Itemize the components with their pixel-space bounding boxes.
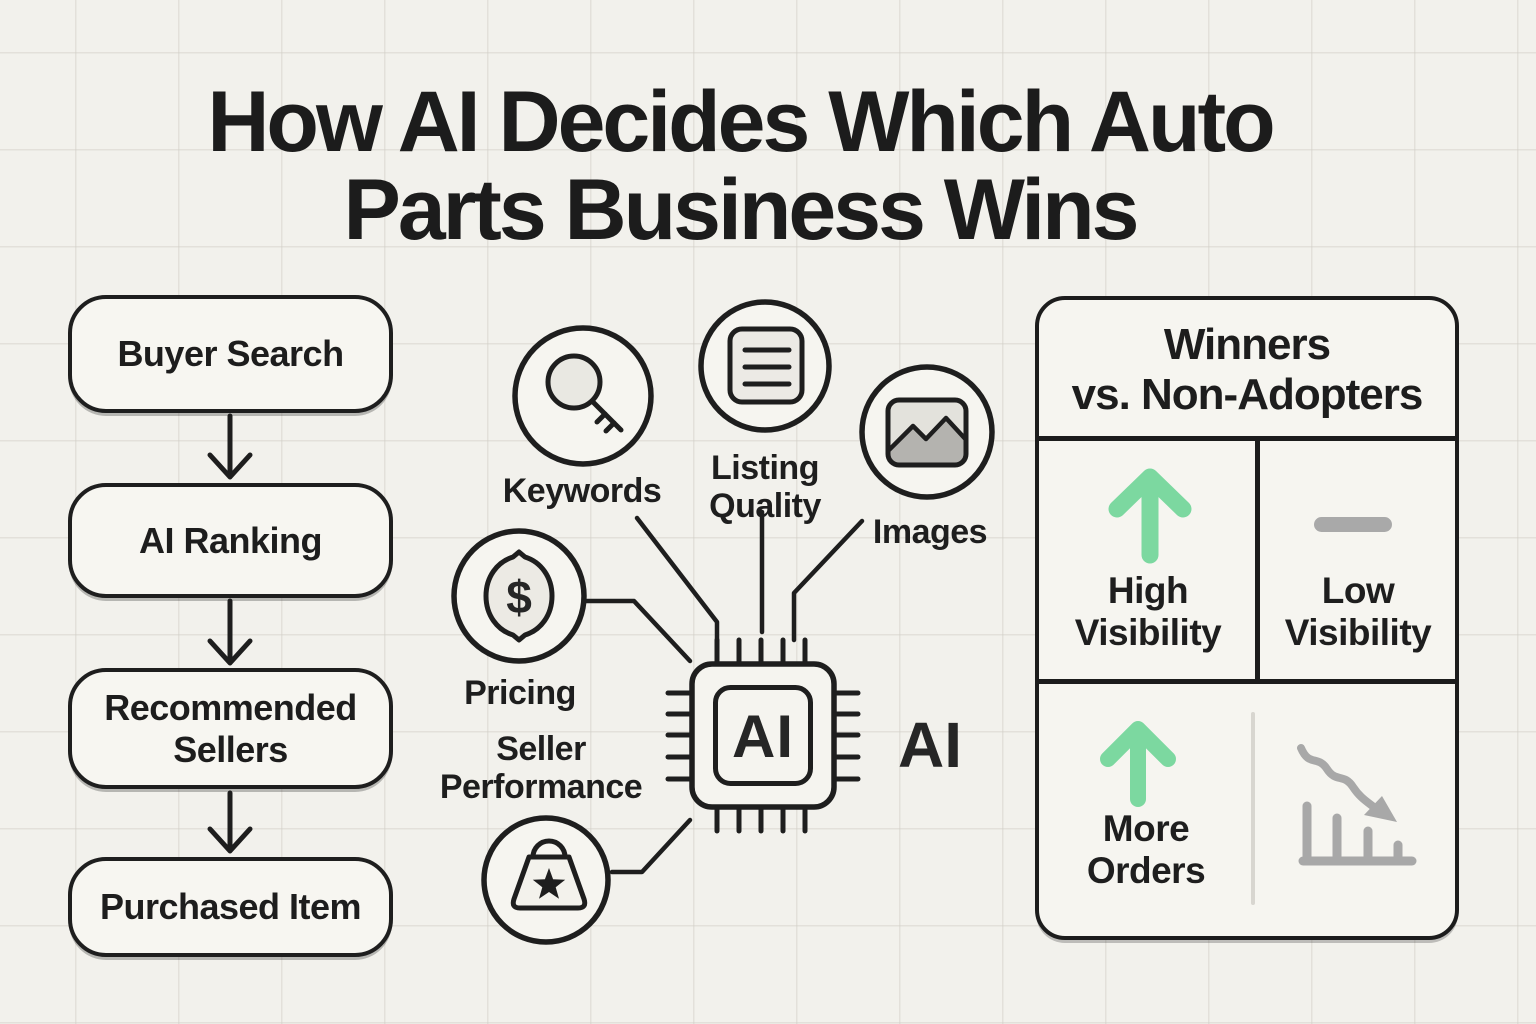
flow-step-label: Recommended Sellers	[104, 686, 357, 770]
flow-step-ai-ranking: AI Ranking	[68, 483, 393, 598]
star-icon	[532, 868, 566, 899]
panel-divider-horizontal-top	[1039, 436, 1455, 441]
comparison-panel: Winners vs. Non-Adopters High Visibility…	[1035, 296, 1459, 940]
factor-label-pricing: Pricing	[464, 674, 576, 712]
panel-divider-horizontal-bottom	[1039, 679, 1455, 684]
cell-label-high-visibility: High Visibility	[1074, 570, 1222, 653]
connector-pricing	[583, 598, 693, 664]
factor-connectors	[583, 509, 865, 875]
magnifier-key-icon	[512, 325, 654, 467]
page-title-line1: How AI Decides Which Auto	[207, 74, 1275, 170]
factor-label-images: Images	[872, 513, 988, 551]
ai-chip-label: AI	[732, 703, 794, 770]
comparison-title-line2: vs. Non-Adopters	[1071, 370, 1424, 419]
page-title-line2: Parts Business Wins	[343, 162, 1140, 258]
price-tag-icon: $	[451, 528, 587, 664]
page-title: How AI Decides Which Auto Parts Business…	[98, 78, 1382, 254]
comparison-title-line1: Winners	[1163, 320, 1331, 369]
panel-divider-faint	[1251, 712, 1255, 905]
factor-label-listing-quality: Listing Quality	[709, 449, 821, 525]
panel-divider-vertical	[1255, 436, 1260, 683]
connector-keywords	[634, 515, 720, 644]
flow-step-label: AI Ranking	[138, 519, 323, 561]
shopping-bag-star-icon	[481, 815, 611, 945]
flow-step-purchased-item: Purchased Item	[68, 857, 393, 957]
cell-label-low-visibility: Low Visibility	[1284, 570, 1432, 653]
flow-step-recommended-sellers: Recommended Sellers	[68, 668, 393, 789]
dollar-symbol: $	[506, 571, 532, 623]
factor-label-seller-performance: Seller Performance	[439, 730, 643, 806]
factor-label-keywords: Keywords	[502, 472, 662, 510]
ai-side-label: AI	[898, 709, 962, 781]
flow-step-buyer-search: Buyer Search	[68, 295, 393, 413]
document-lines-icon	[698, 299, 832, 433]
flow-step-label: Buyer Search	[117, 333, 344, 375]
cell-label-more-orders: More Orders	[1086, 808, 1206, 891]
flow-step-label: Purchased Item	[99, 886, 362, 928]
connector-seller-performance	[609, 817, 693, 875]
picture-icon	[859, 364, 995, 500]
comparison-panel-title: Winners vs. Non-Adopters	[1039, 320, 1455, 420]
